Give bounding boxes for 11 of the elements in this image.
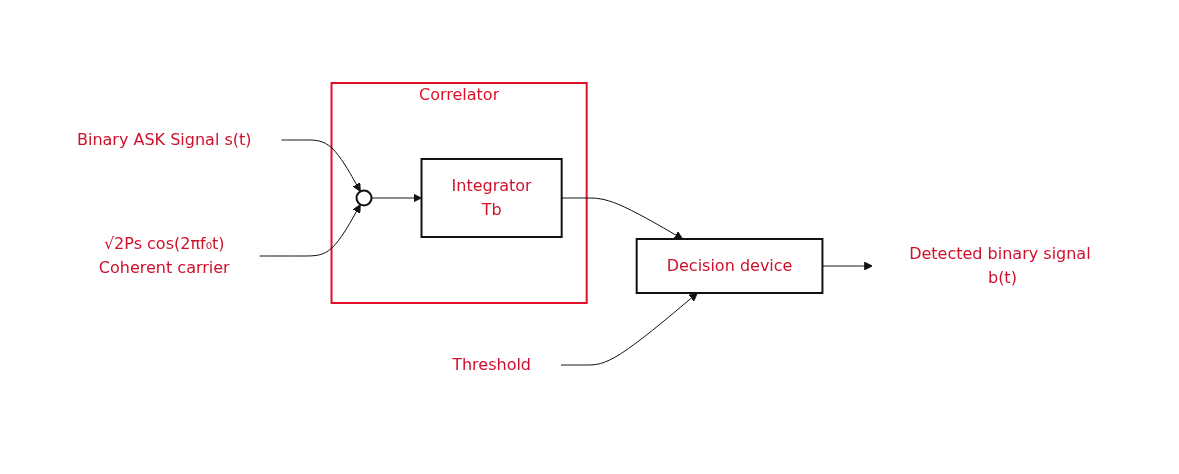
- arrow: [280, 139, 361, 192]
- node-text: Binary ASK Signal s(t): [76, 129, 252, 149]
- node-box: Decision device: [635, 237, 824, 294]
- arrow: [370, 193, 422, 202]
- arrow: [258, 203, 361, 256]
- node-text: Threshold: [451, 354, 531, 374]
- node-text: √2Ps cos(2πf₀t) Coherent carrier: [98, 233, 230, 277]
- node-box: Integrator Tb: [420, 157, 563, 238]
- node-circle: [355, 189, 373, 206]
- arrow: [560, 292, 698, 365]
- node-text: Detected binary signal b(t): [908, 243, 1091, 287]
